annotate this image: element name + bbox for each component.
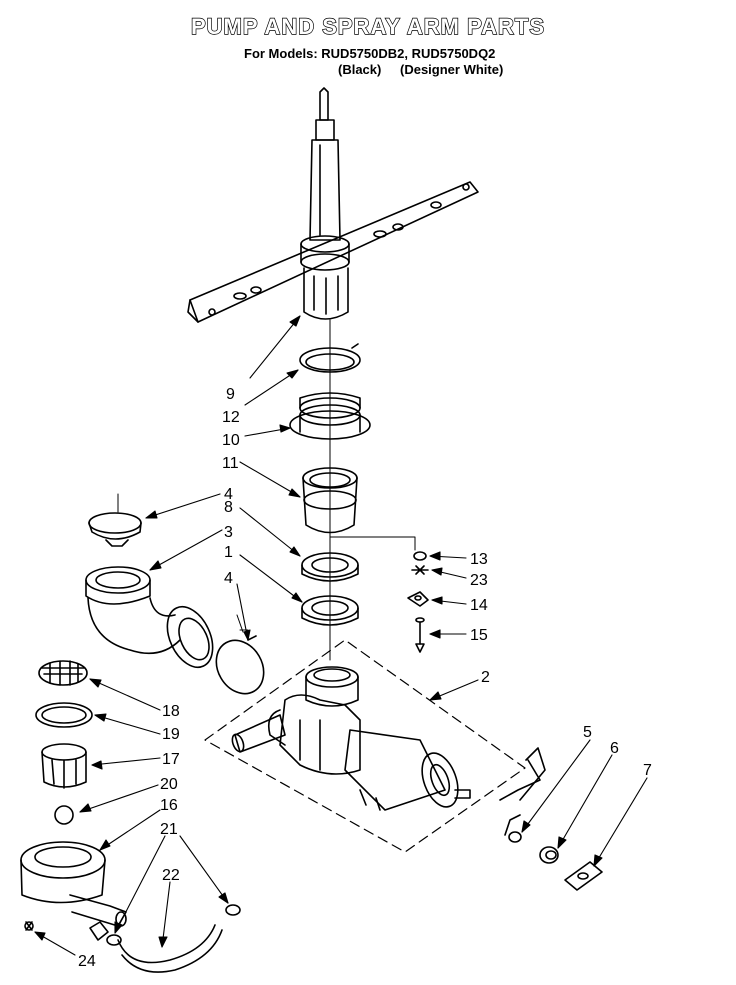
callout-15: 15 — [470, 627, 488, 644]
hose-clamp-lower — [215, 614, 265, 695]
drain-elbow — [85, 566, 214, 669]
variant-white: (Designer White) — [400, 62, 504, 77]
callout-24: 24 — [78, 953, 96, 970]
callout-18: 18 — [162, 703, 180, 720]
gasket-19 — [35, 702, 93, 728]
callout-4-top: 4 — [224, 486, 233, 503]
callout-22: 22 — [162, 867, 180, 884]
pump-base — [204, 639, 526, 853]
hose-22 — [117, 924, 223, 973]
seal-8 — [301, 552, 359, 582]
callout-12: 12 — [222, 409, 240, 426]
callout-1: 1 — [224, 544, 233, 561]
grommet-6 — [539, 846, 559, 864]
screw-24 — [24, 921, 34, 931]
leader-lines — [34, 315, 648, 956]
variant-black: (Black) — [338, 62, 382, 77]
hose-clamp-top — [88, 493, 142, 547]
seal-housing — [289, 392, 371, 440]
pump-cup — [302, 467, 358, 534]
callout-3: 3 — [224, 524, 233, 541]
filter-housing-17 — [41, 743, 87, 789]
retaining-ring — [299, 343, 361, 373]
spray-arm — [187, 87, 479, 323]
callout-14: 14 — [470, 597, 488, 614]
seal-1 — [301, 595, 359, 626]
callout-19: 19 — [162, 726, 180, 743]
callout-16: 16 — [160, 797, 178, 814]
callout-13: 13 — [470, 551, 488, 568]
callout-10: 10 — [222, 432, 240, 449]
plate-7 — [564, 861, 603, 891]
callout-2: 2 — [481, 669, 490, 686]
clamps-21 — [106, 904, 241, 946]
callout-9: 9 — [226, 386, 235, 403]
sump-16 — [20, 841, 127, 941]
models-line: For Models: RUD5750DB2, RUD5750DQ2 — [244, 46, 496, 61]
page-title: PUMP AND SPRAY ARM PARTS — [190, 13, 546, 39]
small-fasteners — [407, 551, 429, 653]
motor-bracket-5 — [499, 747, 546, 843]
ball-20 — [54, 805, 74, 825]
callout-numbers: 9 12 10 11 4 8 3 1 4 13 23 14 15 2 18 19… — [78, 386, 652, 970]
callout-17: 17 — [162, 751, 180, 768]
callout-4-lower: 4 — [224, 570, 233, 587]
callout-6: 6 — [610, 740, 619, 757]
callout-8: 8 — [224, 499, 233, 516]
filter-18 — [38, 660, 88, 686]
callout-11: 11 — [222, 455, 239, 472]
callout-5: 5 — [583, 724, 592, 741]
callout-23: 23 — [470, 572, 488, 589]
callout-20: 20 — [160, 776, 178, 793]
callout-7: 7 — [643, 762, 652, 779]
callout-21: 21 — [160, 821, 178, 838]
